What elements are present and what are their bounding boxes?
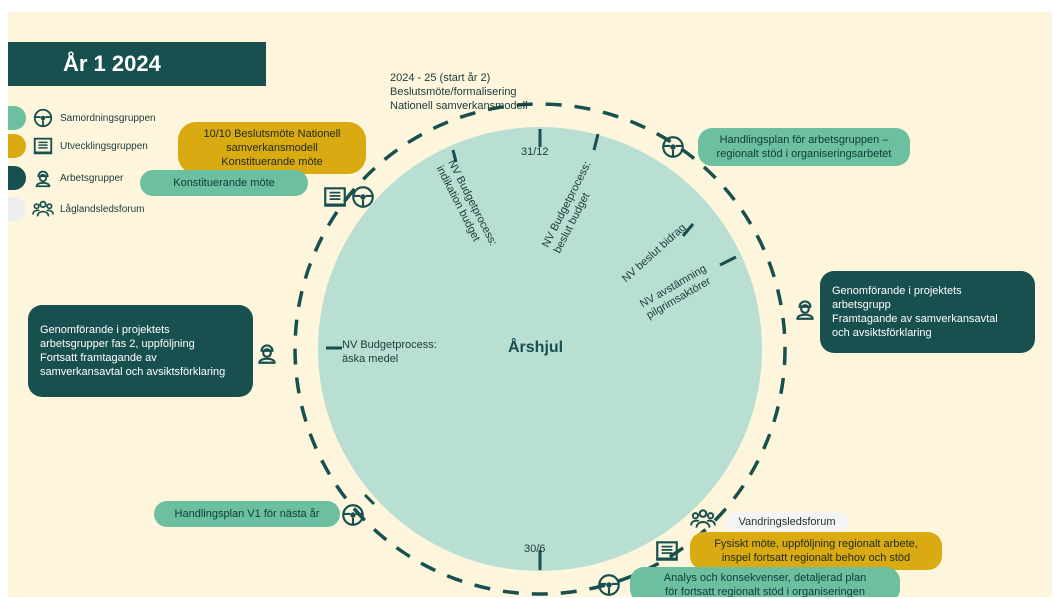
- event-line: samverkansmodell: [226, 142, 318, 154]
- top-note-line: Nationell samverkansmodell: [390, 100, 528, 112]
- event-line: för fortsatt regionalt stöd i organiseri…: [665, 586, 865, 597]
- event-line: Fysiskt möte, uppföljning regionalt arbe…: [714, 538, 918, 550]
- event-line: arbetsgrupp: [832, 299, 891, 311]
- legend-swatch: [8, 134, 26, 158]
- people-group-icon: [690, 509, 716, 528]
- wheel-label-line: NV Budgetprocess:: [342, 339, 437, 351]
- wheel-dashed-ring: [293, 102, 787, 596]
- legend-item-laglandsledsforum: Låglandsledsforum: [8, 197, 145, 221]
- wheel-center-label: Årshjul: [508, 339, 564, 356]
- book-icon: [324, 187, 346, 207]
- legend-item-utvecklingsgruppen: Utvecklingsgruppen: [8, 134, 148, 158]
- top-note-line: Beslutsmöte/formalisering: [390, 86, 517, 98]
- event-line: inspel fortsatt regionalt behov och stöd: [721, 552, 911, 564]
- event-line: Handlingsplan för arbetsgruppen –: [719, 134, 889, 146]
- wheel-label-line: äska medel: [342, 353, 399, 365]
- people-group-icon: [32, 200, 54, 217]
- legend-label: Utvecklingsgruppen: [60, 140, 148, 152]
- worker-icon: [796, 300, 814, 320]
- steering-wheel-icon: [352, 186, 374, 208]
- event-line: arbetsgrupper fas 2, uppföljning: [40, 338, 195, 350]
- steering-wheel-icon: [598, 574, 620, 596]
- book-icon: [33, 137, 53, 155]
- event-line: Konstituerande möte: [221, 156, 323, 168]
- tick-beslut: [592, 133, 600, 151]
- top-note-line: 2024 - 25 (start år 2): [390, 72, 491, 84]
- tick-indikation: [451, 149, 458, 163]
- worker-icon: [35, 170, 51, 188]
- steering-wheel-icon: [33, 108, 53, 128]
- legend-label: Låglandsledsforum: [60, 203, 145, 215]
- tick-handlingsplan: [363, 493, 376, 506]
- event-line: 10/10 Beslutsmöte Nationell: [203, 128, 341, 140]
- event-analys: Analys och konsekvenser, detaljerad plan…: [630, 567, 900, 597]
- wheel-disc: [318, 127, 762, 571]
- legend-label: Samordningsgruppen: [60, 112, 156, 124]
- event-line: Analys och konsekvenser, detaljerad plan: [663, 572, 867, 584]
- event-fysiskt-mote: Fysiskt möte, uppföljning regionalt arbe…: [690, 532, 942, 570]
- event-genomforande-left: Genomförande i projektets arbetsgrupper …: [28, 305, 253, 397]
- date-30-6: 30/6: [524, 543, 546, 555]
- tick-bidrag: [681, 223, 695, 237]
- steering-wheel-icon: [662, 136, 684, 158]
- book-icon: [656, 541, 678, 561]
- annual-wheel: [293, 102, 787, 596]
- event-line: regionalt stöd i organiseringsarbetet: [716, 148, 892, 160]
- event-beslutsmote: 10/10 Beslutsmöte Nationell samverkansmo…: [178, 122, 366, 174]
- event-line: Fortsatt framtagande av: [40, 352, 157, 364]
- date-31-12: 31/12: [521, 146, 549, 158]
- legend-item-samordningsgruppen: Samordningsgruppen: [8, 106, 156, 130]
- event-line: och avsiktsförklaring: [832, 327, 932, 339]
- legend-swatch: [8, 106, 26, 130]
- event-line: Framtagande av samverkansavtal: [832, 313, 998, 325]
- event-genomforande-right: Genomförande i projektets arbetsgrupp Fr…: [820, 271, 1035, 353]
- legend-swatch: [8, 166, 26, 190]
- page-title: År 1 2024: [8, 42, 266, 86]
- event-konstituerande-mote: Konstituerande möte: [140, 170, 308, 196]
- legend-item-arbetsgrupper: Arbetsgrupper: [8, 166, 123, 190]
- event-line: Genomförande i projektets: [40, 324, 170, 336]
- wheel-label-aska-medel: NV Budgetprocess: äska medel: [342, 338, 437, 366]
- top-note: 2024 - 25 (start år 2) Beslutsmöte/forma…: [390, 71, 528, 113]
- event-line: samverkansavtal och avsiktsförklaring: [40, 366, 226, 378]
- steering-wheel-icon: [342, 504, 364, 526]
- event-handlingsplan-arbetsgruppen: Handlingsplan för arbetsgruppen – region…: [698, 128, 910, 166]
- event-vandringsledsforum: Vandringsledsforum: [726, 512, 848, 532]
- worker-icon: [258, 344, 276, 364]
- legend-swatch: [8, 197, 26, 221]
- event-handlingsplan-v1: Handlingsplan V1 för nästa år: [154, 501, 340, 527]
- legend-label: Arbetsgrupper: [60, 172, 124, 184]
- slide: År 1 2024 Samordningsgruppen Utvecklings…: [8, 12, 1052, 597]
- tick-avstamning: [719, 255, 737, 267]
- event-line: Genomförande i projektets: [832, 285, 962, 297]
